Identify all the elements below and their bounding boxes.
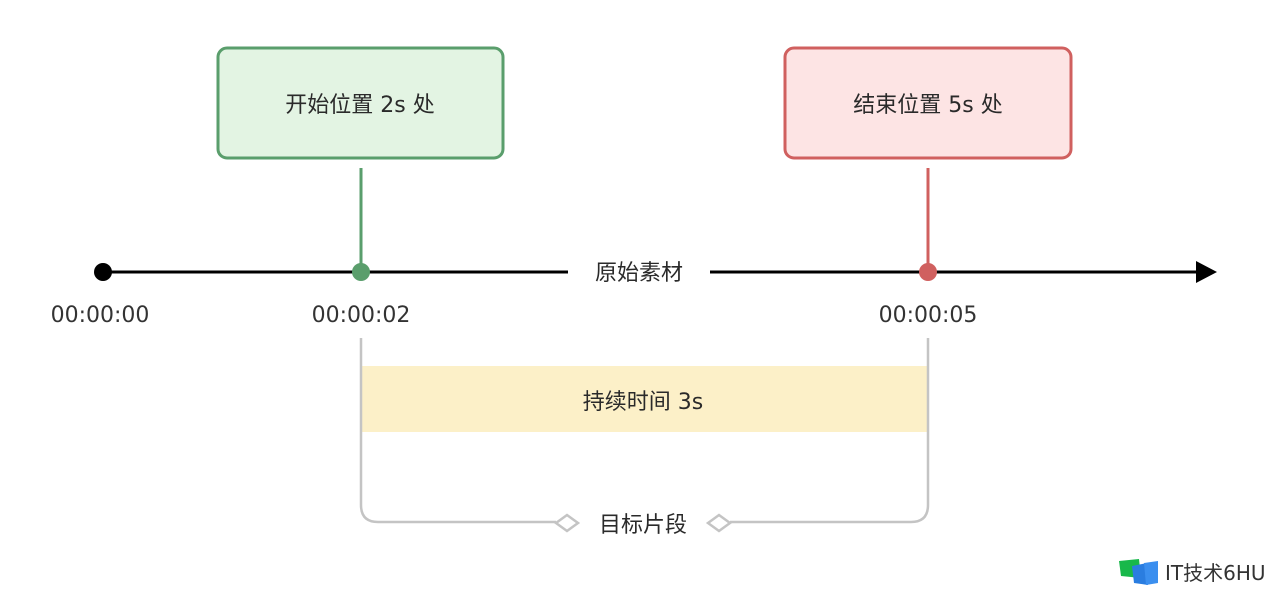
timestamp-end: 00:00:05: [879, 303, 978, 328]
start-dot: [352, 263, 370, 281]
diamond-left-icon: [553, 513, 581, 533]
watermark-logo: IT技术6HU: [1119, 559, 1266, 585]
watermark-text: IT技术6HU: [1165, 561, 1266, 585]
segment-label: 目标片段: [599, 513, 687, 538]
segment-bracket-right: [730, 338, 930, 524]
axis-label: 原始素材: [595, 261, 683, 286]
segment-bracket-left: [359, 338, 556, 524]
duration-band: [361, 366, 928, 432]
timestamp-start: 00:00:02: [312, 303, 411, 328]
start-position-label: 开始位置 2s 处: [285, 93, 434, 118]
end-dot: [919, 263, 937, 281]
diamond-right-icon: [705, 513, 733, 533]
end-position-label: 结束位置 5s 处: [853, 93, 1002, 118]
arrow-head-icon: [1196, 261, 1217, 283]
timestamp-origin: 00:00:00: [51, 303, 150, 328]
start-position-box: 开始位置 2s 处: [216, 46, 505, 160]
end-position-box: 结束位置 5s 处: [783, 46, 1073, 160]
origin-dot: [94, 263, 112, 281]
duration-label: 持续时间 3s: [583, 390, 703, 415]
